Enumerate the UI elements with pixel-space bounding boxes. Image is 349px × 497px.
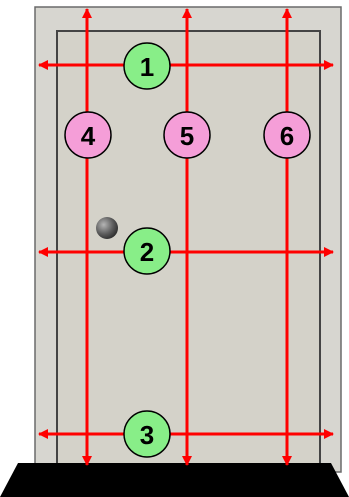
marker-3-label: 3	[140, 420, 154, 450]
marker-4: 4	[64, 111, 112, 159]
marker-5-circle	[163, 111, 211, 159]
marker-3-circle	[123, 410, 171, 458]
marker-4-label: 4	[81, 121, 96, 151]
marker-6: 6	[263, 111, 311, 159]
marker-4-circle	[64, 111, 112, 159]
floor	[0, 463, 349, 497]
marker-2: 2	[123, 227, 171, 275]
vertical-measurements	[82, 7, 292, 466]
door-knob	[96, 217, 118, 239]
marker-6-label: 6	[280, 121, 294, 151]
marker-3: 3	[123, 410, 171, 458]
marker-1-label: 1	[140, 52, 154, 82]
marker-2-label: 2	[140, 237, 154, 267]
marker-5-label: 5	[180, 121, 194, 151]
marker-6-circle	[263, 111, 311, 159]
marker-5: 5	[163, 111, 211, 159]
marker-1-circle	[123, 42, 171, 90]
marker-2-circle	[123, 227, 171, 275]
marker-1: 1	[123, 42, 171, 90]
